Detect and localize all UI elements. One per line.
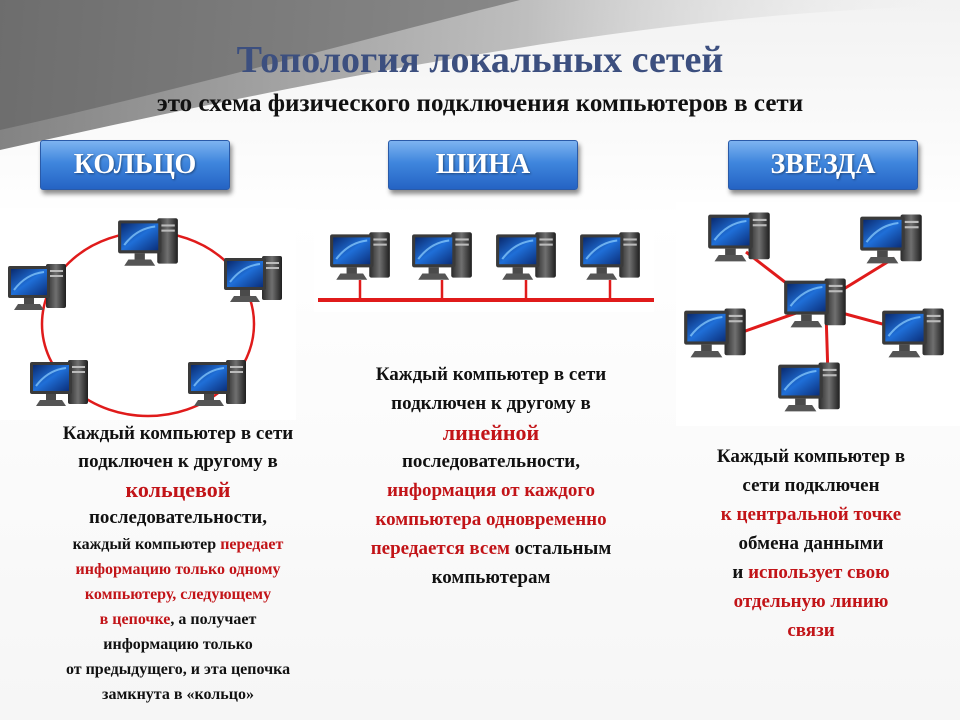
star-desc-line: и использует свою [732,562,890,583]
ring-desc-line: замкнута в «кольцо» [102,686,254,703]
ring-diagram [7,217,283,418]
computer-icon [579,231,641,281]
bus-desc-line: последовательности, [401,451,580,472]
star-topology-button: ЗВЕЗДА [728,140,918,190]
bus-desc-line: компьютерам [431,567,551,588]
star-desc-line: отдельную линию [733,591,889,612]
star-desc-line: обмена данными [738,533,884,554]
bus-desc-line: компьютера одновременно [375,509,607,530]
star-desc-line: к центральной точке [720,504,902,525]
bus-topology-button: ШИНА [388,140,578,190]
computer-icon [495,231,557,281]
bus-description: Каждый компьютер в сети подключен к друг… [326,360,656,592]
computer-icon [7,263,67,311]
page-title: Топология локальных сетей [236,39,724,81]
bus-desc-line: Каждый компьютер в сети [375,364,607,385]
header-swoosh [0,0,960,150]
star-desc-line: связи [787,620,835,641]
bus-diagram [318,231,654,302]
computer-icon [707,211,771,263]
star-diagram [683,211,945,413]
bus-diagram-panel [314,224,654,312]
ring-desc-line: от предыдущего, и эта цепочка [65,661,291,678]
computer-icon [29,359,89,407]
ring-desc-line: последовательности, [88,507,267,528]
ring-topology-button: КОЛЬЦО [40,140,230,190]
computer-icon [223,255,283,303]
computer-icon [329,231,391,281]
page-subtitle: это схема физического подключения компью… [156,90,804,117]
ring-desc-line: в цепочке, а получает [99,611,257,628]
ring-desc-line: информацию только [103,636,253,653]
computer-icon [881,307,945,359]
bus-desc-line: подключен к другому в [391,393,591,414]
star-desc-line: сети подключен [742,475,880,496]
bus-desc-line: передается всем остальным [370,538,612,559]
star-description: Каждый компьютер в сети подключен к цент… [676,442,946,645]
computer-icon [777,361,841,413]
computer-icon [117,217,179,267]
ring-desc-line: каждый компьютер передает [72,536,284,553]
central-computer-icon [783,277,847,329]
star-diagram-panel [676,202,960,426]
computer-icon [187,359,247,407]
computer-icon [683,307,747,359]
ring-desc-highlight: кольцевой [125,477,231,502]
computer-icon [859,213,923,265]
ring-desc-line: информацию только одному [75,561,281,578]
ring-desc-line: Каждый компьютер в сети [62,423,294,444]
bus-desc-line: информация от каждого [386,480,596,501]
computer-icon [411,231,473,281]
star-desc-line: Каждый компьютер в [716,446,906,467]
bus-desc-highlight: линейной [442,420,540,445]
ring-desc-line: подключен к другому в [78,451,278,472]
ring-description: Каждый компьютер в сети подключен к друг… [0,420,356,707]
ring-desc-line: компьютеру, следующему [84,586,272,603]
ring-diagram-panel [0,208,296,420]
